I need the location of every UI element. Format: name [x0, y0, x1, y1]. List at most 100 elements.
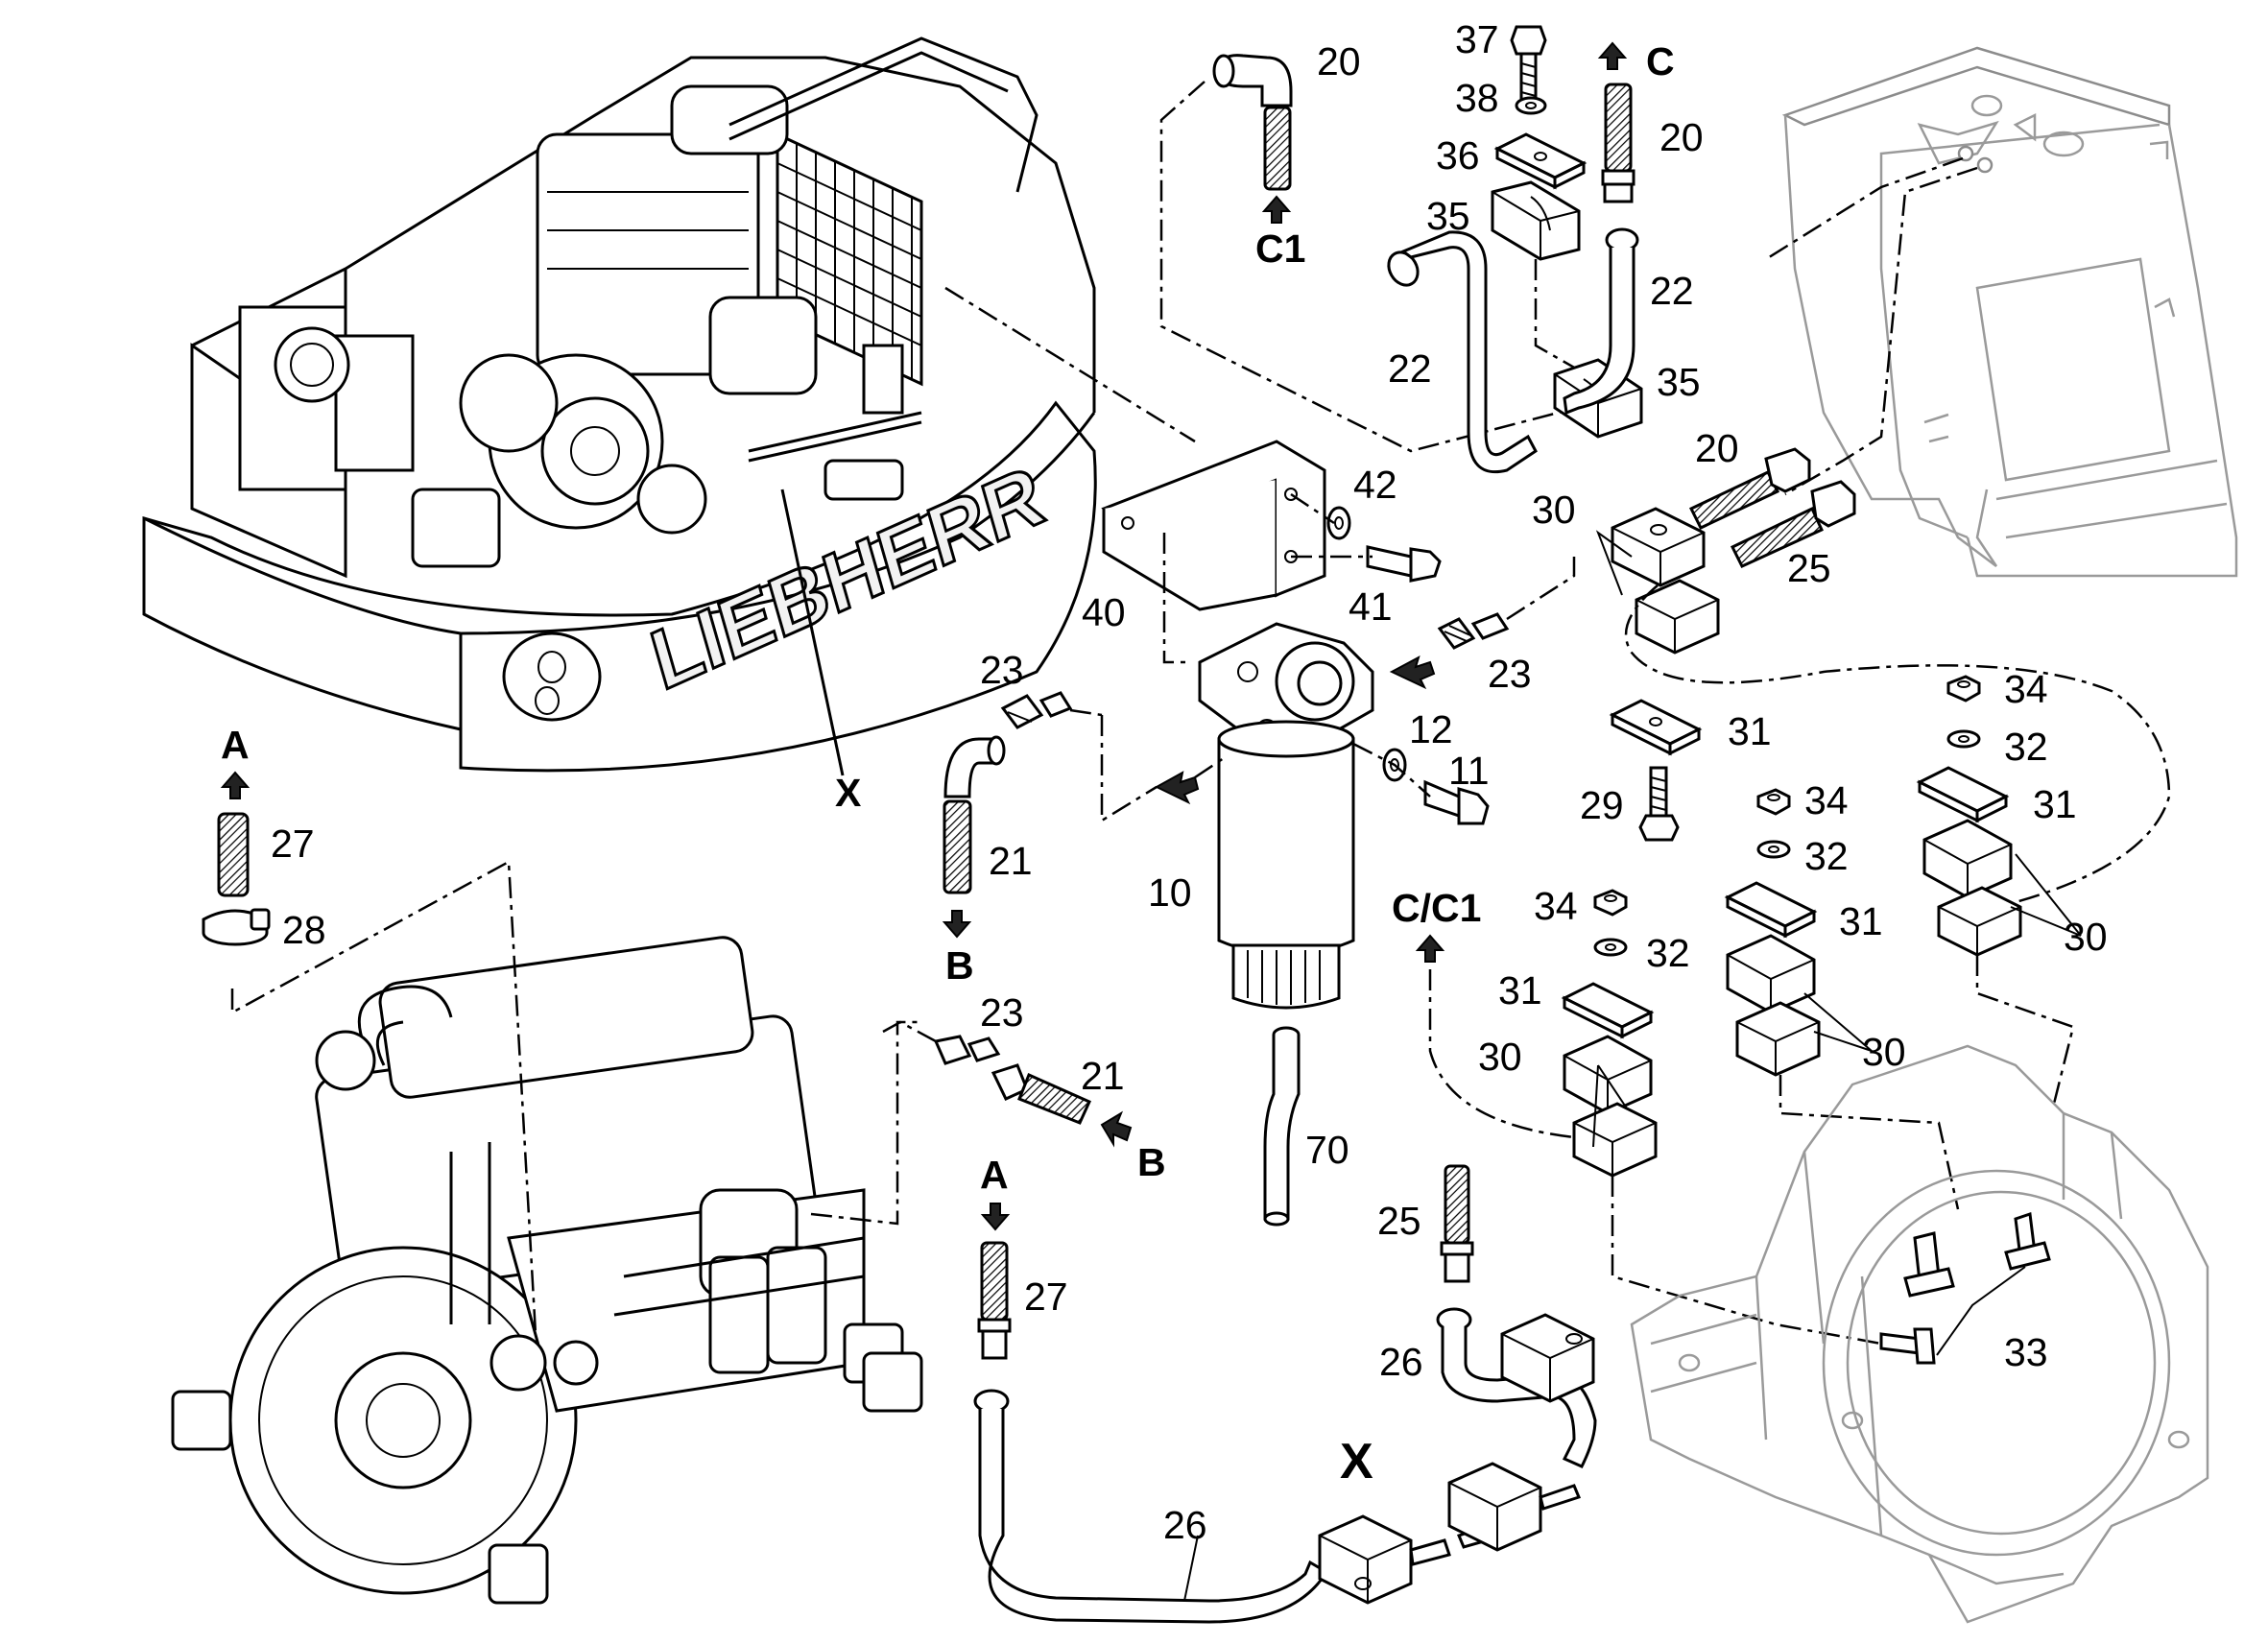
callout-34: 34 [1804, 778, 1849, 822]
callout-20: 20 [1695, 426, 1739, 470]
callout-33: 33 [2004, 1330, 2048, 1374]
callout-34: 34 [2004, 667, 2048, 711]
fan-shroud-outline [1630, 1044, 2209, 1624]
nut-34-middle [1756, 788, 1791, 816]
banjo-bolt-20 [1688, 447, 1811, 530]
callout-42: 42 [1353, 463, 1397, 507]
hose-21-elbow [943, 735, 1006, 894]
flow-marker-c1: C1 [1255, 195, 1305, 271]
engine-in-bay [411, 36, 1039, 568]
callout-22: 22 [1650, 269, 1694, 313]
washer-38 [1515, 96, 1547, 115]
callout-30: 30 [1478, 1035, 1522, 1079]
callout-37: 37 [1455, 17, 1499, 61]
detail-marker-x-bottom: X [1340, 1434, 1373, 1489]
detail-x-leader-top [780, 488, 845, 776]
plate-31-lower [1561, 982, 1655, 1039]
callout-20: 20 [1317, 39, 1361, 83]
flow-marker-a-bottom: A [980, 1153, 1011, 1231]
washer-32-right [1946, 729, 1981, 749]
callout-22: 22 [1388, 346, 1432, 391]
fuel-tank-outline [1781, 46, 2238, 578]
plate-31-left [1609, 699, 1703, 756]
flow-marker-c: C [1597, 39, 1675, 83]
pipe-26-long [973, 1389, 1329, 1624]
hose-20-elbow [1212, 54, 1293, 191]
callout-30: 30 [2064, 915, 2108, 959]
plate-31-middle [1724, 881, 1818, 939]
callout-36: 36 [1436, 133, 1480, 178]
callout-31: 31 [1728, 709, 1772, 753]
callout-21: 21 [989, 839, 1033, 883]
bolt-37 [1510, 25, 1547, 108]
callout-32: 32 [1804, 834, 1849, 878]
callout-30: 30 [1862, 1030, 1906, 1074]
flow-marker-b-left: B [942, 910, 974, 988]
clamp-30-middle [1726, 934, 1821, 1077]
callout-26: 26 [1379, 1340, 1423, 1384]
banjo-bolt-25 [1730, 480, 1856, 568]
svg-text:A: A [980, 1153, 1009, 1197]
callout-31: 31 [1839, 899, 1883, 943]
pipe-22-vertical [1563, 227, 1639, 416]
callout-25: 25 [1787, 546, 1831, 590]
bolts-33 [1879, 1211, 2051, 1365]
washer-42 [1326, 506, 1351, 540]
hose-20-straight [1601, 83, 1635, 203]
callout-11: 11 [1448, 749, 1490, 793]
hose-27-lower [977, 1241, 1012, 1360]
callout-23: 23 [1488, 652, 1532, 696]
callout-23: 23 [980, 648, 1024, 692]
bolt-29 [1638, 766, 1680, 842]
callout-31: 31 [1498, 968, 1542, 1013]
plate-31-right [1916, 766, 2010, 823]
clamp-half-35-top [1491, 180, 1581, 261]
flow-marker-b-right: B [1100, 1110, 1166, 1184]
pipe-clamp-top [1500, 1313, 1595, 1403]
callout-34: 34 [1534, 884, 1578, 928]
clamp-30-right [1922, 819, 2022, 957]
callout-23: 23 [980, 990, 1024, 1035]
callout-27: 27 [271, 822, 315, 866]
excavator-engine-bay-view: LIEBHERR [142, 36, 1097, 773]
bracket-40 [1101, 440, 1326, 611]
callout-27: 27 [1024, 1275, 1068, 1319]
callout-31: 31 [2033, 782, 2077, 826]
fitting-23-right [1437, 612, 1510, 650]
bolt-41 [1366, 545, 1442, 583]
callout-40: 40 [1082, 590, 1126, 634]
callout-12: 12 [1409, 707, 1453, 751]
pipe-clamp-middle [1447, 1462, 1582, 1552]
fuel-filter-head [1198, 622, 1374, 751]
svg-text:B: B [1137, 1140, 1166, 1184]
counterweight [142, 400, 1097, 773]
fitting-23-left [1000, 691, 1073, 729]
callout-21: 21 [1081, 1054, 1125, 1098]
callout-35: 35 [1426, 194, 1470, 238]
flow-marker-a-top: A [220, 723, 251, 799]
callout-70: 70 [1305, 1128, 1349, 1172]
clamp-30-top [1611, 507, 1720, 655]
callout-38: 38 [1455, 76, 1499, 120]
svg-text:C/C1: C/C1 [1392, 886, 1481, 930]
washer-32-left [1593, 938, 1628, 957]
svg-text:C: C [1646, 39, 1675, 83]
callout-32: 32 [1646, 931, 1690, 975]
bolt-11 [1423, 779, 1490, 825]
hose-21-straight [991, 1063, 1091, 1125]
engine-assembly-view [171, 936, 923, 1605]
nut-34-right [1946, 675, 1981, 703]
detail-marker-x-top: X [835, 771, 861, 815]
fuel-filter-10 [1217, 720, 1355, 1010]
callout-labels: 20 37 38 36 35 20 22 22 35 42 30 20 25 4… [271, 17, 2108, 1547]
fitting-23-middle [933, 1035, 1001, 1065]
svg-text:C1: C1 [1255, 226, 1305, 271]
callout-41: 41 [1349, 584, 1393, 629]
callout-30: 30 [1532, 488, 1576, 532]
callout-25: 25 [1377, 1199, 1421, 1243]
callout-35: 35 [1657, 360, 1701, 404]
pipe-22-curved [1387, 230, 1538, 473]
callout-20: 20 [1659, 115, 1704, 159]
flow-marker-c-c1: C/C1 [1392, 886, 1481, 963]
